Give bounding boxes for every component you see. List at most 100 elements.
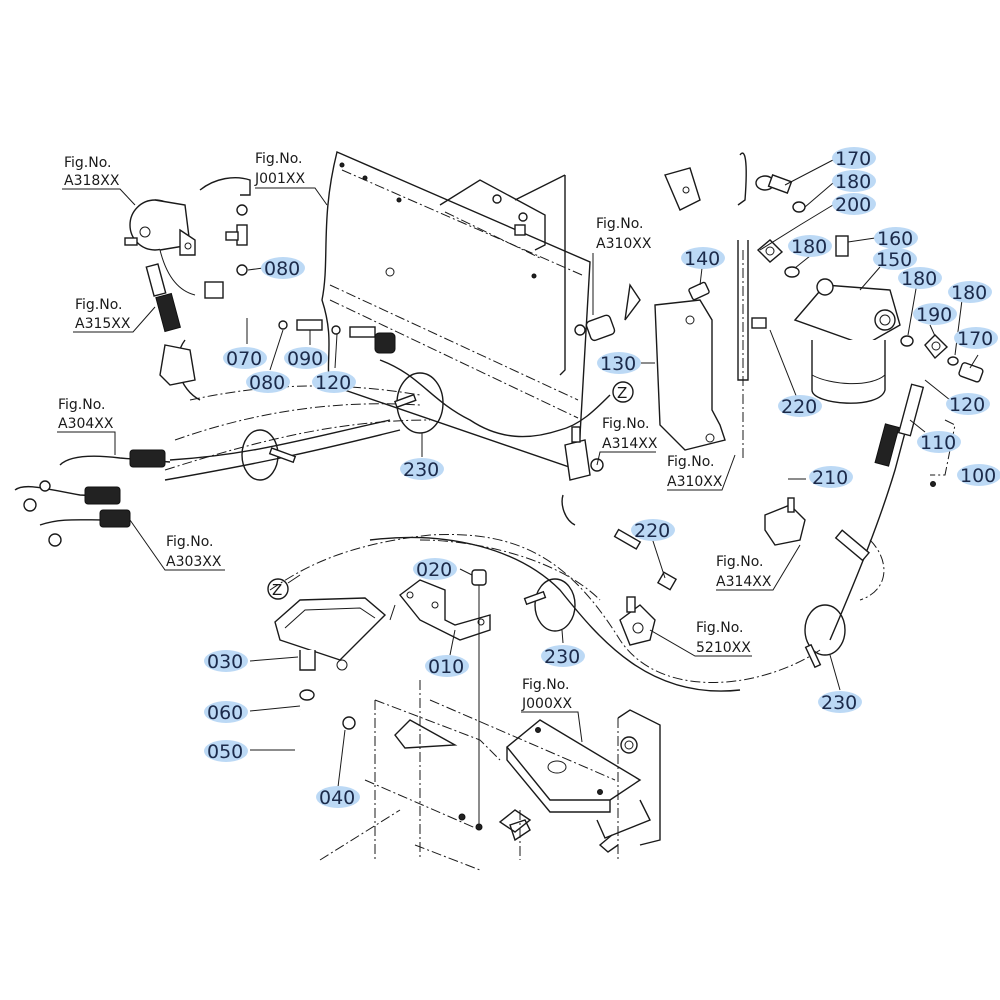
svg-text:180: 180 (951, 282, 987, 304)
callout-060[interactable]: 060 (204, 701, 248, 724)
section-marker-z-2: Z (267, 578, 289, 600)
coil (374, 332, 396, 354)
fig-ref-a318[interactable]: Fig.No. A318XX (62, 155, 136, 206)
callout-090[interactable]: 090 (284, 347, 328, 370)
return-hoses (14, 449, 171, 547)
svg-text:A314XX: A314XX (716, 574, 772, 590)
vehicle-frame (319, 151, 661, 871)
svg-text:230: 230 (403, 459, 439, 481)
fig-ref-a304[interactable]: Fig.No. A304XX (57, 397, 116, 455)
callout-170-top[interactable]: 170 (832, 147, 876, 170)
fig-ref-a314-right[interactable]: Fig.No. A314XX (716, 544, 801, 591)
fig-ref-a310-top[interactable]: Fig.No. A310XX (592, 216, 652, 315)
fuel-valve (574, 283, 641, 342)
svg-text:180: 180 (835, 171, 871, 193)
callout-080-top[interactable]: 080 (261, 257, 305, 280)
callout-080-bottom[interactable]: 080 (246, 371, 290, 394)
fig-ref-a303[interactable]: Fig.No. A303XX (129, 519, 225, 571)
svg-text:030: 030 (207, 651, 243, 673)
callout-040[interactable]: 040 (316, 786, 360, 809)
svg-text:A304XX: A304XX (58, 416, 114, 432)
svg-text:Fig.No.: Fig.No. (696, 620, 744, 636)
svg-text:120: 120 (949, 394, 985, 416)
svg-text:A310XX: A310XX (596, 236, 652, 252)
svg-text:Fig.No.: Fig.No. (596, 216, 644, 232)
svg-text:Z: Z (272, 581, 282, 599)
svg-text:050: 050 (207, 741, 243, 763)
fig-ref-a310-mid[interactable]: Fig.No. A310XX (667, 454, 736, 491)
svg-text:Fig.No.: Fig.No. (255, 151, 303, 167)
svg-text:180: 180 (901, 268, 937, 290)
fig-ref-j000[interactable]: Fig.No. J000XX (521, 677, 583, 743)
callout-150[interactable]: 150 (873, 248, 917, 271)
callout-220-bottom[interactable]: 220 (631, 519, 675, 542)
svg-text:110: 110 (920, 432, 956, 454)
callout-200[interactable]: 200 (832, 193, 876, 216)
svg-text:230: 230 (544, 646, 580, 668)
svg-text:A315XX: A315XX (75, 316, 131, 332)
svg-text:080: 080 (249, 372, 285, 394)
callout-120-right[interactable]: 120 (946, 393, 990, 416)
svg-text:Fig.No.: Fig.No. (667, 454, 715, 470)
svg-text:160: 160 (877, 228, 913, 250)
svg-text:150: 150 (876, 249, 912, 271)
callout-100[interactable]: 100 (957, 464, 1000, 487)
callout-220-top[interactable]: 220 (778, 395, 822, 418)
callout-230-top[interactable]: 230 (400, 458, 444, 481)
fig-ref-5210[interactable]: Fig.No. 5210XX (649, 620, 752, 657)
tee-fitting (199, 177, 251, 276)
band-clamp-4 (804, 604, 846, 656)
svg-text:010: 010 (428, 656, 464, 678)
svg-text:A314XX: A314XX (602, 436, 658, 452)
callout-030[interactable]: 030 (204, 650, 248, 673)
filter-bracket (654, 299, 726, 451)
callout-180-right1[interactable]: 180 (898, 267, 942, 290)
svg-text:020: 020 (416, 559, 452, 581)
parts (14, 167, 984, 851)
callout-170-right[interactable]: 170 (954, 327, 998, 350)
callout-180-right2[interactable]: 180 (948, 281, 992, 304)
callout-230-mid[interactable]: 230 (541, 645, 585, 668)
band-clamp-3 (534, 578, 576, 632)
callout-210[interactable]: 210 (809, 466, 853, 489)
svg-text:120: 120 (315, 372, 351, 394)
callout-110[interactable]: 110 (917, 431, 961, 454)
callout-190[interactable]: 190 (913, 303, 957, 326)
section-marker-z-1: Z (612, 381, 634, 403)
callout-020[interactable]: 020 (413, 558, 457, 581)
svg-text:Fig.No.: Fig.No. (64, 155, 112, 171)
fuel-pump (124, 199, 224, 299)
svg-text:210: 210 (812, 467, 848, 489)
fig-ref-a314-left[interactable]: Fig.No. A314XX (596, 416, 658, 466)
svg-text:170: 170 (835, 148, 871, 170)
fuel-lines (164, 152, 916, 692)
callout-180-top[interactable]: 180 (832, 170, 876, 193)
svg-text:Fig.No.: Fig.No. (58, 397, 106, 413)
svg-text:130: 130 (600, 353, 636, 375)
callout-050[interactable]: 050 (204, 740, 248, 763)
svg-text:100: 100 (960, 465, 996, 487)
callout-230-right[interactable]: 230 (818, 691, 862, 714)
svg-text:5210XX: 5210XX (696, 640, 751, 656)
callout-160[interactable]: 160 (874, 227, 918, 250)
callout-010[interactable]: 010 (425, 655, 469, 678)
drain-pan (274, 597, 387, 671)
callout-070[interactable]: 070 (223, 347, 267, 370)
callouts: 080 070 080 090 120 230 140 130 170 180 … (204, 147, 1000, 809)
svg-text:Fig.No.: Fig.No. (166, 534, 214, 550)
fig-ref-j001[interactable]: Fig.No. J001XX (254, 151, 328, 206)
callout-120-left[interactable]: 120 (312, 371, 356, 394)
svg-text:180: 180 (791, 236, 827, 258)
svg-text:080: 080 (264, 258, 300, 280)
callout-180-mid[interactable]: 180 (788, 235, 832, 258)
figure-references: Fig.No. A318XX Fig.No. J001XX Fig.No. A3… (57, 151, 801, 743)
svg-text:140: 140 (684, 248, 720, 270)
callout-140[interactable]: 140 (681, 247, 725, 270)
callout-130[interactable]: 130 (597, 352, 641, 375)
fig-ref-a315[interactable]: Fig.No. A315XX (73, 297, 156, 333)
svg-text:Fig.No.: Fig.No. (522, 677, 570, 693)
svg-text:A303XX: A303XX (166, 554, 222, 570)
svg-text:A310XX: A310XX (667, 474, 723, 490)
svg-text:J001XX: J001XX (254, 171, 305, 187)
